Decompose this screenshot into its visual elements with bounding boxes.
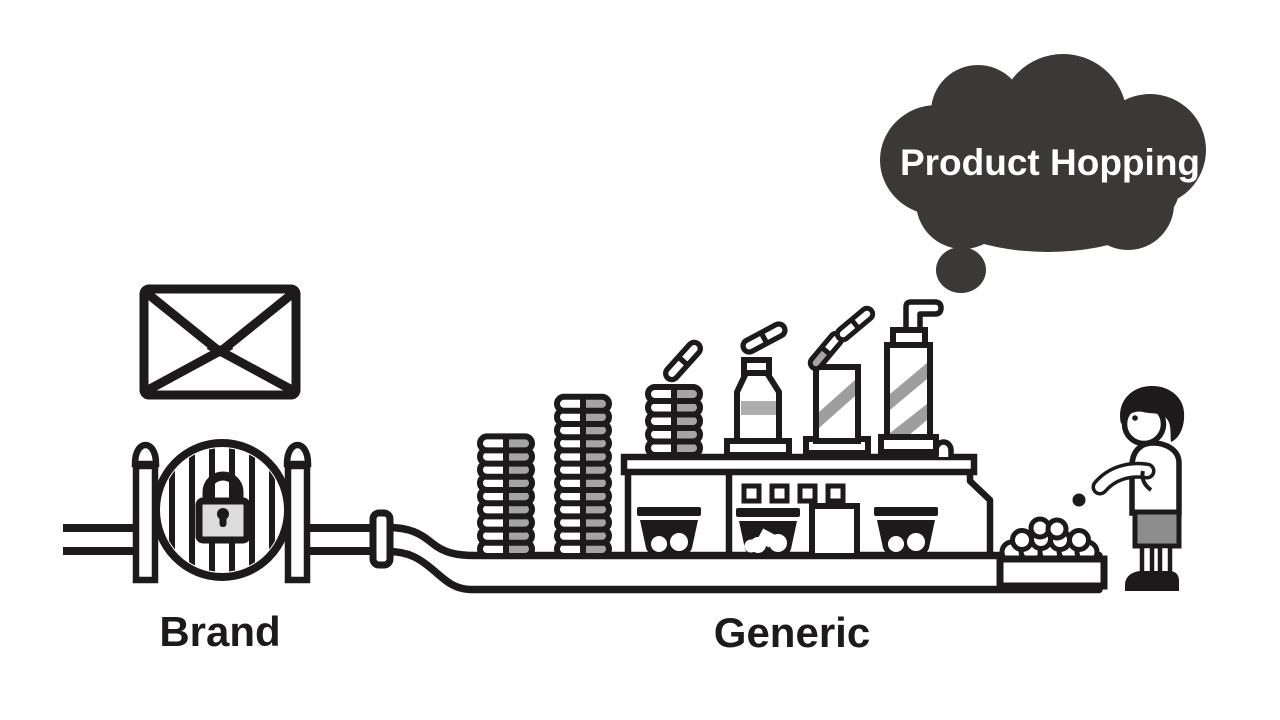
- right-post-cap: [283, 441, 312, 468]
- brand-label: Brand: [159, 608, 280, 655]
- pill-hopper-1: [637, 507, 701, 554]
- thought-bubble-text: Product Hopping: [900, 142, 1200, 183]
- padlock-icon: [195, 471, 251, 544]
- pipe-flange: [369, 509, 394, 569]
- pill-dot: [1072, 493, 1086, 507]
- pill-bottle: [724, 322, 792, 458]
- falling-capsule: [835, 306, 875, 342]
- falling-capsule: [663, 340, 703, 382]
- factory-door: [809, 503, 860, 559]
- pill-hopper-3: [874, 507, 938, 554]
- pill-jar: [803, 306, 875, 456]
- thought-dot: [936, 247, 986, 293]
- generic-label: Generic: [714, 609, 870, 656]
- pump-dispenser: [878, 299, 944, 455]
- capsule-stack-left: [480, 436, 532, 556]
- hair: [1120, 385, 1185, 442]
- brand-gate-barrel: [131, 439, 312, 584]
- pipe: [63, 524, 376, 555]
- capsule-stack-right: [557, 397, 609, 556]
- factory-windows: [741, 483, 846, 504]
- right-post: [284, 462, 311, 584]
- generic-factory: [620, 299, 994, 559]
- shorts: [1132, 509, 1182, 549]
- pill-stack: [648, 340, 703, 455]
- person-figure: [1072, 385, 1185, 591]
- left-post: [132, 462, 159, 584]
- eye: [1132, 415, 1138, 421]
- falling-capsule: [741, 322, 787, 354]
- factory-right-wall: [966, 472, 994, 556]
- thought-bubble: Product Hopping: [880, 54, 1206, 293]
- left-post-cap: [131, 441, 160, 468]
- envelope-icon: [139, 284, 301, 400]
- pill-tray: [996, 516, 1108, 590]
- shoe: [1125, 571, 1179, 591]
- pill-hopper-2: [736, 508, 800, 555]
- factory-roof: [620, 453, 978, 476]
